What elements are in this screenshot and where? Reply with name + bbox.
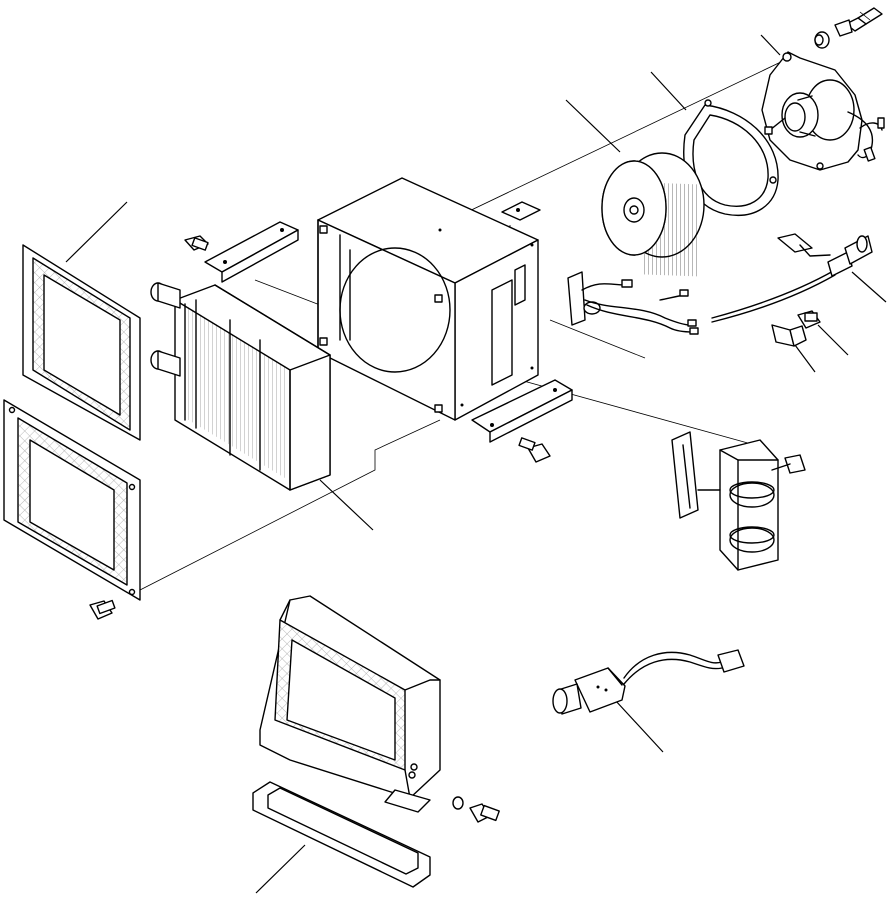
leader-screw xyxy=(817,324,849,356)
leader-fan xyxy=(565,99,621,153)
leader-gasket xyxy=(650,71,687,111)
housing-clip xyxy=(501,201,541,221)
leader-switch xyxy=(614,699,664,753)
bolt-icon xyxy=(89,599,116,620)
blower-fan xyxy=(601,152,705,277)
leader-heater-core xyxy=(319,479,374,531)
gasket xyxy=(683,99,779,216)
screw-icon xyxy=(771,454,806,474)
bolt-icon xyxy=(518,437,551,463)
leader-clip xyxy=(794,344,816,373)
leader-filter-frame xyxy=(65,201,128,263)
screw-icon xyxy=(797,310,821,329)
bolt-washer-group xyxy=(452,796,500,823)
mounting-bracket xyxy=(204,221,299,283)
louver-panel xyxy=(671,431,699,519)
blower-housing xyxy=(317,177,539,421)
alignment-line-motor xyxy=(439,59,786,226)
louver-vent xyxy=(671,431,779,571)
wiring-harness xyxy=(567,271,699,335)
filter-frame-lower xyxy=(3,399,141,601)
control-cable xyxy=(711,233,873,323)
duct-gasket xyxy=(252,781,431,888)
motor-wire xyxy=(847,111,874,159)
heater-core xyxy=(150,282,331,491)
bolt-washer-group xyxy=(814,7,883,49)
heater-core-pipe xyxy=(150,282,181,377)
air-duct xyxy=(259,595,441,813)
callout-leaders xyxy=(65,34,887,894)
bolt-icon xyxy=(184,235,209,251)
alignment-line-frame xyxy=(139,419,441,591)
alignment-line-bracket xyxy=(254,279,321,306)
cover-plate-hole xyxy=(782,52,792,62)
washer-icon xyxy=(452,796,464,810)
leader-duct-gasket xyxy=(255,844,306,894)
leader-knob xyxy=(851,271,887,303)
switch xyxy=(552,649,745,715)
bracket-lower xyxy=(471,379,573,443)
bolt-icon xyxy=(469,803,500,823)
washer-icon xyxy=(814,31,830,49)
alignment-line-harness xyxy=(549,319,646,359)
leader-bolt xyxy=(760,34,781,56)
bolt-icon xyxy=(834,7,883,37)
switch-knob xyxy=(552,683,582,715)
clip xyxy=(771,324,807,347)
blower-motor-assembly xyxy=(761,51,885,171)
filter-frame-upper xyxy=(22,244,141,441)
